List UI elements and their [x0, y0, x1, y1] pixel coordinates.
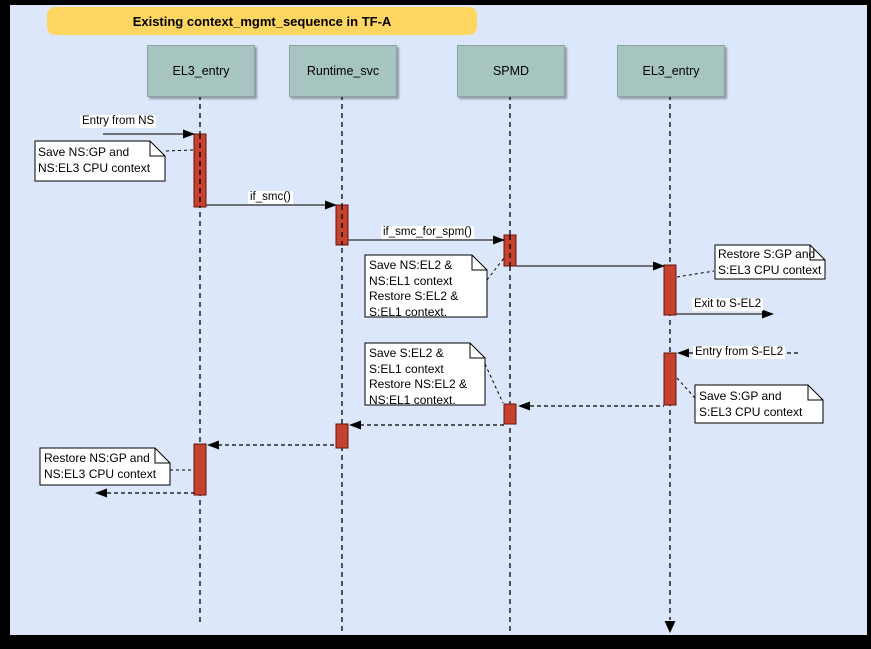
- note-restore-ns-gp: Restore NS:GP and NS:EL3 CPU context: [44, 451, 157, 481]
- note-save-ns-el2: Save NS:EL2 & NS:EL1 context Restore S:E…: [369, 258, 459, 319]
- note-save-s-el2: Save S:EL2 & S:EL1 context Restore NS:EL…: [369, 346, 468, 407]
- participant-label: SPMD: [492, 64, 530, 78]
- participant-label: EL3_entry: [642, 64, 700, 78]
- diagram-title: Existing context_mgmt_sequence in TF-A: [47, 7, 477, 35]
- message-label-entry-from-ns: Entry from NS: [80, 115, 157, 128]
- diagram-canvas: [10, 5, 867, 635]
- participant-runtime-svc: Runtime_svc: [289, 45, 397, 97]
- message-label-if-smc: if_smc(): [248, 191, 293, 204]
- participant-label: EL3_entry: [172, 64, 230, 78]
- message-label-exit-to-s-el2: Exit to S-EL2: [692, 298, 764, 311]
- participant-el3-entry-right: EL3_entry: [617, 45, 725, 97]
- participant-spmd: SPMD: [457, 45, 565, 97]
- message-label-if-smc-for-spm: if_smc_for_spm(): [381, 226, 474, 239]
- note-restore-s-gp: Restore S:GP and S:EL3 CPU context: [718, 247, 822, 277]
- participant-el3-entry-left: EL3_entry: [147, 45, 255, 97]
- message-label-entry-from-s-el2: Entry from S-EL2: [693, 346, 786, 359]
- participant-label: Runtime_svc: [306, 64, 380, 78]
- note-save-s-gp: Save S:GP and S:EL3 CPU context: [699, 389, 803, 419]
- note-save-ns-gp: Save NS:GP and NS:EL3 CPU context: [38, 145, 151, 175]
